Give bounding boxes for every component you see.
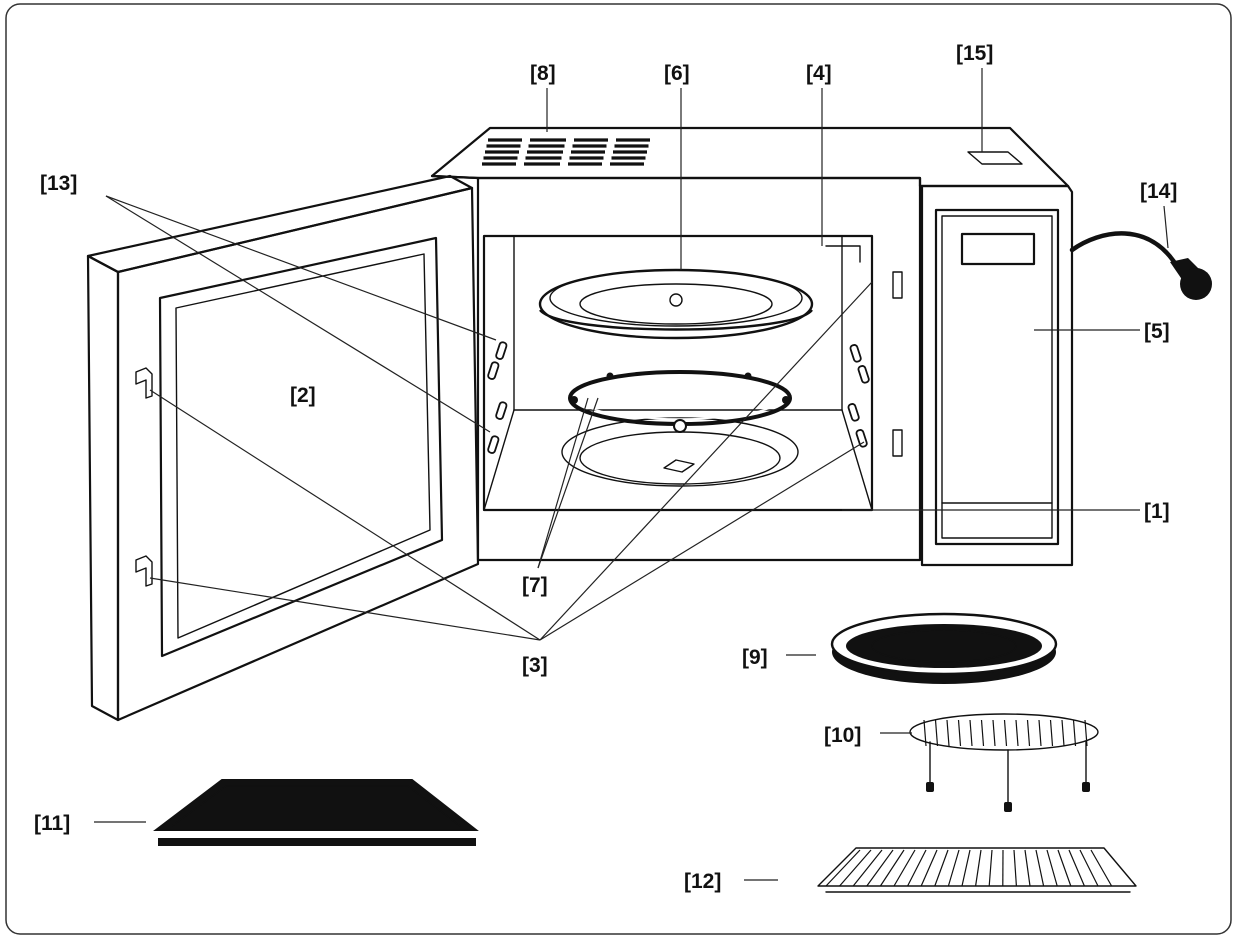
oven-cavity xyxy=(482,234,903,512)
label-4: [4] xyxy=(806,62,832,85)
label-8: [8] xyxy=(530,62,556,85)
top-vents xyxy=(482,138,650,166)
label-9: [9] xyxy=(742,646,768,669)
label-11: [11] xyxy=(34,812,70,835)
microwave-body xyxy=(430,126,1074,567)
high-rack xyxy=(909,713,1099,812)
grill-rack xyxy=(817,847,1137,893)
part-labels: [1] [2] [3] [4] [5] [6] [7] [8] [9] [10]… xyxy=(34,42,1177,893)
oven-door xyxy=(86,174,480,722)
label-2: [2] xyxy=(290,384,316,407)
diagram-frame xyxy=(5,3,1232,935)
label-15: [15] xyxy=(956,42,993,65)
label-3: [3] xyxy=(522,654,548,677)
label-7: [7] xyxy=(522,574,548,597)
crisp-plate xyxy=(830,612,1058,684)
label-1: [1] xyxy=(1144,500,1170,523)
display-window xyxy=(960,232,1036,266)
label-10: [10] xyxy=(824,724,861,747)
label-6: [6] xyxy=(664,62,690,85)
rating-label-plate xyxy=(967,151,1023,165)
label-5: [5] xyxy=(1144,320,1170,343)
control-panel xyxy=(934,208,1060,546)
power-cord xyxy=(1069,231,1212,300)
label-13: [13] xyxy=(40,172,77,195)
baking-tray xyxy=(153,779,479,846)
label-14: [14] xyxy=(1140,180,1177,203)
leader-lines xyxy=(94,68,1169,881)
label-12: [12] xyxy=(684,870,721,893)
roller-ring xyxy=(568,370,792,433)
glass-turntable xyxy=(538,268,814,340)
